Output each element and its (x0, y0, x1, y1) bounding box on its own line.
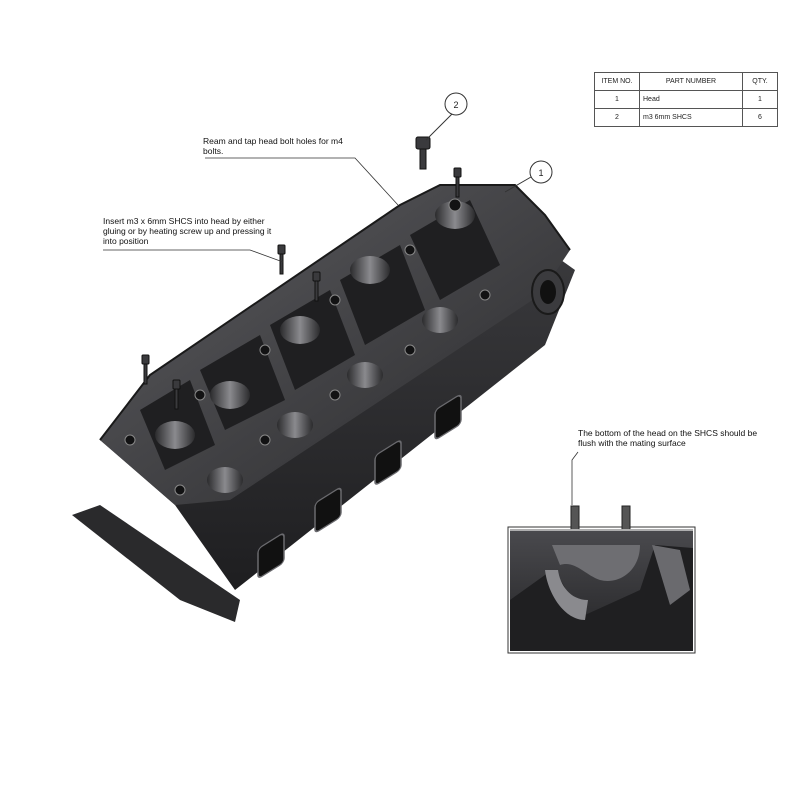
svg-text:2: 2 (453, 100, 458, 110)
bolt-holes (124, 198, 491, 496)
head-underside (72, 505, 240, 622)
note-flush: The bottom of the head on the SHCS shoul… (578, 428, 758, 448)
svg-text:1: 1 (538, 168, 543, 178)
note-ream-tap: Ream and tap head bolt holes for m4 bolt… (203, 136, 343, 156)
bom-header-item: ITEM NO. (594, 72, 640, 91)
bom-cell-item: 2 (594, 108, 640, 127)
bom-cell-item: 1 (594, 90, 640, 109)
screw (277, 244, 286, 275)
screw (453, 167, 462, 198)
screw-balloon-2 (415, 136, 431, 170)
bom-table: ITEM NO. PART NUMBER QTY. 1 Head 1 2 m3 … (594, 72, 778, 127)
bom-cell-qty: 1 (742, 90, 778, 109)
detail-screw-left (570, 505, 580, 531)
detail-view (507, 505, 696, 654)
note-leaders (103, 157, 579, 505)
screw (141, 354, 150, 385)
cam-valleys (140, 200, 500, 470)
bom-cell-part: m3 6mm SHCS (639, 108, 743, 127)
balloon-one: 1 (504, 160, 553, 193)
bom-cell-qty: 6 (742, 108, 778, 127)
detail-screw-right (621, 505, 631, 531)
bom-header-qty: QTY. (742, 72, 778, 91)
table-row: 1 Head 1 (594, 90, 778, 109)
table-row: 2 m3 6mm SHCS 6 (594, 108, 778, 127)
screw (312, 271, 321, 302)
cam-lobes (155, 201, 475, 493)
screw (172, 379, 181, 410)
bom-header-part: PART NUMBER (639, 72, 743, 91)
port-openings (257, 394, 462, 578)
cylinder-head-part (72, 184, 575, 622)
balloon-two: 2 (425, 92, 468, 141)
bom-header-row: ITEM NO. PART NUMBER QTY. (594, 72, 778, 91)
bom-cell-part: Head (639, 90, 743, 109)
note-insert-shcs: Insert m3 x 6mm SHCS into head by either… (103, 216, 272, 246)
